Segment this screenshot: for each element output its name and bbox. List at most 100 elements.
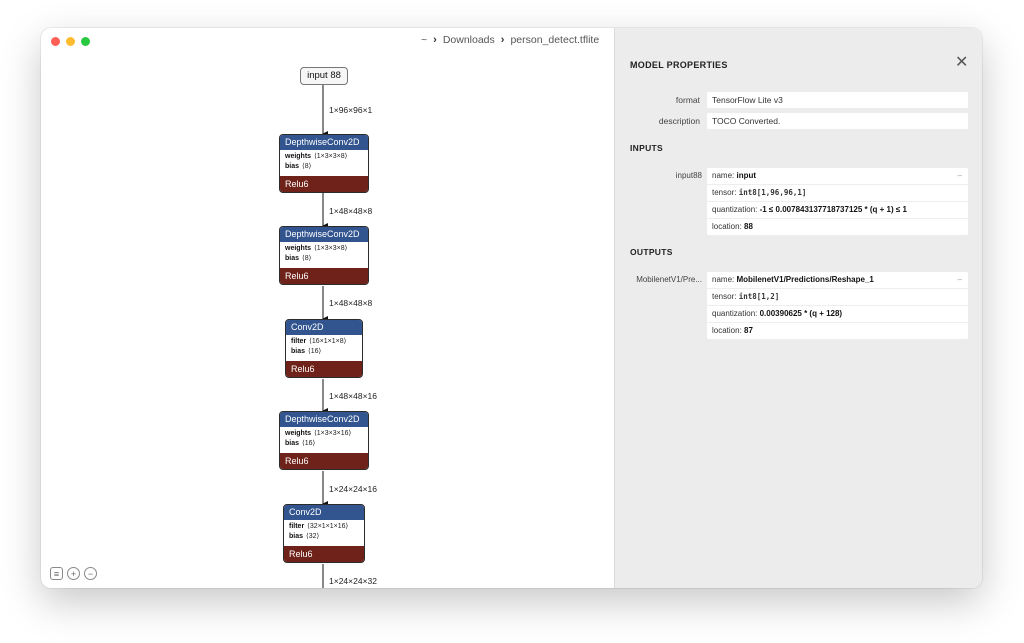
app-window: input 88 1×96×96×1 1×48×48×8 1×48×48×8 1… — [41, 28, 982, 588]
attr-key: weights — [285, 153, 312, 160]
attr-key: bias — [291, 348, 306, 355]
op-attributes: filter⟨16×1×1×8⟩ bias⟨16⟩ — [286, 335, 362, 361]
input-name-row: name: input – — [707, 168, 968, 185]
output-location-row: location: 87 — [707, 323, 968, 339]
breadcrumb: ~ › Downloads › person_detect.tflite — [421, 33, 599, 47]
output-tensor-row: tensor: int8[1,2] — [707, 289, 968, 306]
field-key: name: — [712, 171, 737, 180]
attr-value: ⟨8⟩ — [302, 255, 312, 262]
attr-value: ⟨1×3×3×8⟩ — [314, 153, 348, 160]
field-key: location: — [712, 222, 745, 231]
zoom-window-button[interactable] — [81, 37, 90, 46]
model-properties-panel: MODEL PROPERTIES ✕ format TensorFlow Lit… — [614, 28, 982, 588]
field-value: -1 ≤ 0.007843137718737125 * (q + 1) ≤ 1 — [759, 205, 907, 214]
attr-value: ⟨32⟩ — [306, 533, 320, 540]
field-key: quantization: — [712, 205, 760, 214]
close-window-button[interactable] — [51, 37, 60, 46]
field-key: tensor: — [712, 292, 739, 301]
attr-value: ⟨32×1×1×16⟩ — [307, 523, 349, 530]
output-label: MobilenetV1/Pre... — [636, 275, 702, 284]
attr-key: bias — [285, 440, 300, 447]
attr-value: ⟨16×1×1×8⟩ — [309, 338, 347, 345]
field-key: quantization: — [712, 309, 760, 318]
minimize-window-button[interactable] — [66, 37, 75, 46]
edge-label: 1×48×48×8 — [329, 298, 373, 308]
op-node-conv2d[interactable]: Conv2D filter⟨16×1×1×8⟩ bias⟨16⟩ Relu6 — [285, 319, 363, 378]
attr-key: filter — [289, 523, 305, 530]
activation-label: Relu6 — [284, 546, 364, 562]
zoom-out-icon[interactable]: − — [84, 567, 97, 580]
description-label: description — [658, 116, 700, 126]
op-name: DepthwiseConv2D — [280, 135, 368, 150]
graph-canvas[interactable]: input 88 1×96×96×1 1×48×48×8 1×48×48×8 1… — [41, 28, 614, 588]
field-value: 88 — [744, 222, 753, 231]
op-name: DepthwiseConv2D — [280, 227, 368, 242]
field-value: int8[1,96,96,1] — [738, 188, 807, 197]
activation-label: Relu6 — [280, 268, 368, 284]
attr-value: ⟨16⟩ — [302, 440, 316, 447]
edge-label: 1×48×48×8 — [329, 206, 373, 216]
field-key: name: — [712, 275, 737, 284]
chevron-right-icon: › — [433, 34, 437, 46]
input-tensor-row: tensor: int8[1,96,96,1] — [707, 185, 968, 202]
op-name: Conv2D — [284, 505, 364, 520]
input-location-row: location: 88 — [707, 219, 968, 235]
op-attributes: filter⟨32×1×1×16⟩ bias⟨32⟩ — [284, 520, 364, 546]
edge-label: 1×96×96×1 — [329, 105, 373, 115]
activation-label: Relu6 — [280, 453, 368, 469]
activation-label: Relu6 — [286, 361, 362, 377]
expand-toggle[interactable]: – — [957, 275, 962, 284]
attr-key: filter — [291, 338, 307, 345]
list-icon[interactable]: ≡ — [50, 567, 63, 580]
field-value: MobilenetV1/Predictions/Reshape_1 — [736, 275, 874, 284]
activation-label: Relu6 — [280, 176, 368, 192]
attr-key: bias — [285, 255, 300, 262]
field-key: tensor: — [712, 188, 739, 197]
attr-value: ⟨8⟩ — [302, 163, 312, 170]
edge-label: 1×24×24×16 — [329, 484, 377, 494]
field-value: input — [736, 171, 757, 180]
expand-toggle[interactable]: – — [957, 171, 962, 180]
attr-value: ⟨1×3×3×8⟩ — [314, 245, 348, 252]
input-label: input88 — [675, 171, 702, 180]
chevron-right-icon: › — [500, 34, 505, 46]
edge-label: 1×48×48×16 — [329, 391, 377, 401]
close-icon[interactable]: ✕ — [955, 54, 969, 71]
breadcrumb-file[interactable]: person_detect.tflite — [510, 34, 600, 46]
op-attributes: weights⟨1×3×3×8⟩ bias⟨8⟩ — [280, 242, 368, 268]
zoom-controls: ≡ + − — [50, 567, 97, 580]
breadcrumb-home[interactable]: ~ — [421, 34, 428, 46]
input-node[interactable]: input 88 — [300, 67, 348, 85]
graph-edges — [322, 84, 328, 588]
outputs-section-title: OUTPUTS — [630, 247, 673, 257]
description-value: TOCO Converted. — [707, 113, 968, 129]
attr-value: ⟨1×3×3×16⟩ — [314, 430, 352, 437]
zoom-in-icon[interactable]: + — [67, 567, 80, 580]
op-node-conv2d[interactable]: Conv2D filter⟨32×1×1×16⟩ bias⟨32⟩ Relu6 — [283, 504, 365, 563]
field-value: int8[1,2] — [738, 292, 780, 301]
op-node-depthwiseconv2d[interactable]: DepthwiseConv2D weights⟨1×3×3×8⟩ bias⟨8⟩… — [279, 134, 369, 193]
field-key: location: — [712, 326, 745, 335]
attr-key: bias — [289, 533, 304, 540]
input-details: name: input – tensor: int8[1,96,96,1] qua… — [707, 168, 968, 235]
attr-value: ⟨16⟩ — [308, 348, 322, 355]
input-quantization-row: quantization: -1 ≤ 0.007843137718737125 … — [707, 202, 968, 219]
field-value: 0.00390625 * (q + 128) — [759, 309, 843, 318]
attr-key: weights — [285, 245, 312, 252]
panel-title: MODEL PROPERTIES — [630, 60, 728, 70]
output-quantization-row: quantization: 0.00390625 * (q + 128) — [707, 306, 968, 323]
field-value: 87 — [744, 326, 753, 335]
format-label: format — [675, 95, 700, 105]
op-node-depthwiseconv2d[interactable]: DepthwiseConv2D weights⟨1×3×3×8⟩ bias⟨8⟩… — [279, 226, 369, 285]
op-node-depthwiseconv2d[interactable]: DepthwiseConv2D weights⟨1×3×3×16⟩ bias⟨1… — [279, 411, 369, 470]
format-value: TensorFlow Lite v3 — [707, 92, 968, 108]
op-name: DepthwiseConv2D — [280, 412, 368, 427]
attr-key: weights — [285, 430, 312, 437]
inputs-section-title: INPUTS — [630, 143, 663, 153]
edge-label: 1×24×24×32 — [329, 576, 377, 586]
op-name: Conv2D — [286, 320, 362, 335]
op-attributes: weights⟨1×3×3×16⟩ bias⟨16⟩ — [280, 427, 368, 453]
output-details: name: MobilenetV1/Predictions/Reshape_1 –… — [707, 272, 968, 339]
breadcrumb-folder[interactable]: Downloads — [442, 34, 495, 46]
attr-key: bias — [285, 163, 300, 170]
